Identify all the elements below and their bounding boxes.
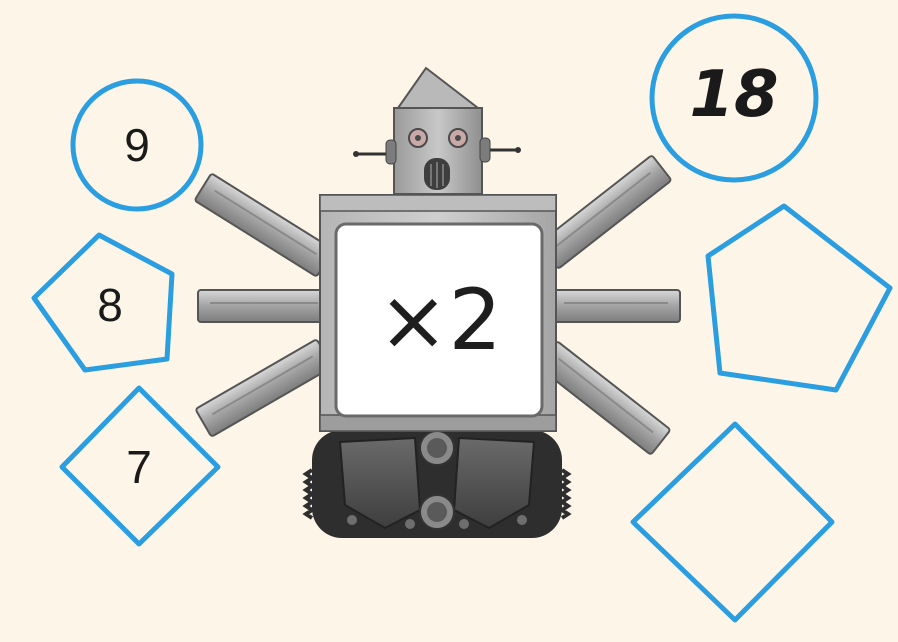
robot-head (353, 68, 521, 194)
robot-arm-right-upper (538, 155, 671, 269)
robot-arm-left-middle (198, 290, 328, 322)
input-value-pentagon: 8 (60, 265, 160, 345)
output-value-pentagon (748, 256, 848, 336)
robot-arm-right-lower (537, 341, 670, 455)
output-value-diamond (685, 482, 785, 562)
robot-arm-right-middle (552, 290, 680, 322)
robot-arm-left-lower (195, 339, 332, 437)
robot-arm-left-upper (194, 173, 333, 276)
input-value-diamond: 7 (89, 427, 189, 507)
robot-treads (306, 430, 568, 538)
output-value-circle: 18 (664, 50, 804, 140)
machine-operation-label: ×2 (340, 260, 540, 380)
input-value-circle: 9 (87, 105, 187, 185)
